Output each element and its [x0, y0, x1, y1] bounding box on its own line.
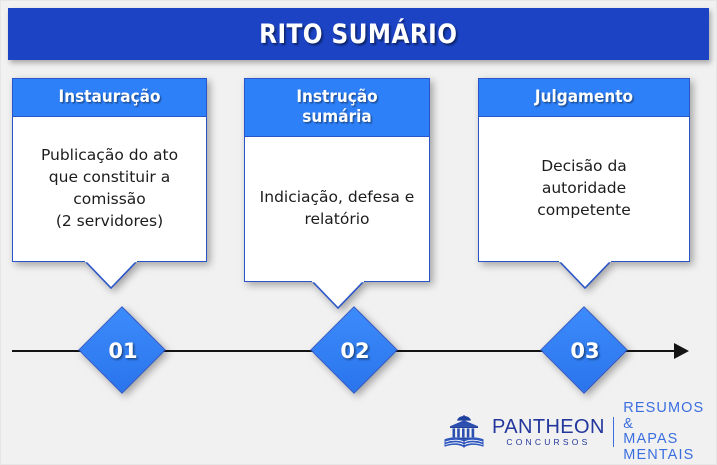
stage-card-1-pointer — [83, 261, 138, 290]
timeline-step-2: 02 — [310, 306, 398, 394]
brand-subtitle: CONCURSOS — [506, 436, 591, 447]
stage-card-3-header: Julgamento — [479, 79, 689, 117]
stage-card-3-body: Decisão da autoridade competente — [479, 117, 689, 261]
logo-divider — [612, 417, 615, 447]
stage-card-2-header: Instrução sumária — [245, 79, 429, 137]
pantheon-building-book-icon — [444, 415, 484, 448]
timeline-step-3: 03 — [540, 306, 628, 394]
stage-card-1-body-line-4: (2 servidores) — [55, 212, 164, 230]
stage-card-3: Julgamento Decisão da autoridade compete… — [478, 78, 690, 290]
brand-tagline-line-1: RESUMOS & — [623, 400, 705, 432]
timeline-step-2-number: 02 — [340, 339, 370, 363]
stage-card-3-body-line-2: autoridade — [541, 179, 627, 197]
brand-tagline: RESUMOS & MAPAS MENTAIS — [623, 400, 717, 463]
stage-card-2-body: Indiciação, defesa e relatório — [245, 137, 429, 281]
brand-name: PANTHEON — [492, 415, 605, 438]
timeline-arrowhead-icon — [674, 343, 689, 359]
page-title: RITO SUMÁRIO — [259, 18, 458, 50]
stage-card-3-pointer — [558, 261, 612, 290]
stage-card-1-header-line-1: Instauração — [58, 87, 161, 107]
timeline-step-3-number: 03 — [570, 339, 600, 363]
stage-card-2: Instrução sumária Indiciação, defesa e r… — [244, 78, 430, 310]
stage-card-1: Instauração Publicação do ato que consti… — [12, 78, 207, 290]
stage-card-2-header-line-2: sumária — [302, 107, 372, 127]
brand-tagline-line-2: MAPAS MENTAIS — [623, 431, 695, 463]
stage-card-1-body-line-1: Publicação do ato — [40, 146, 179, 164]
title-banner: RITO SUMÁRIO — [8, 8, 709, 60]
stage-card-3-body-line-3: competente — [537, 201, 631, 219]
stage-card-3-header-line-1: Julgamento — [534, 87, 634, 107]
stage-card-3-body-line-1: Decisão da — [541, 157, 627, 175]
stage-card-2-header-line-1: Instrução — [296, 87, 378, 107]
stage-card-1-body: Publicação do ato que constituir a comis… — [13, 117, 206, 261]
timeline-step-1-number: 01 — [108, 339, 138, 363]
stage-card-2-body-line-1: Indiciação, defesa e — [259, 188, 415, 206]
stage-card-1-body-line-2: que constituir a — [48, 168, 171, 186]
stage-card-2-pointer — [311, 281, 365, 310]
stage-card-1-body-line-3: comissão — [73, 190, 146, 208]
brand-logo: PANTHEON CONCURSOS RESUMOS & MAPAS MENTA… — [443, 400, 717, 462]
brand-wordmark: PANTHEON CONCURSOS — [492, 417, 605, 448]
stage-card-1-header: Instauração — [13, 79, 206, 117]
stage-card-2-body-line-2: relatório — [304, 210, 370, 228]
timeline-step-1: 01 — [78, 306, 166, 394]
